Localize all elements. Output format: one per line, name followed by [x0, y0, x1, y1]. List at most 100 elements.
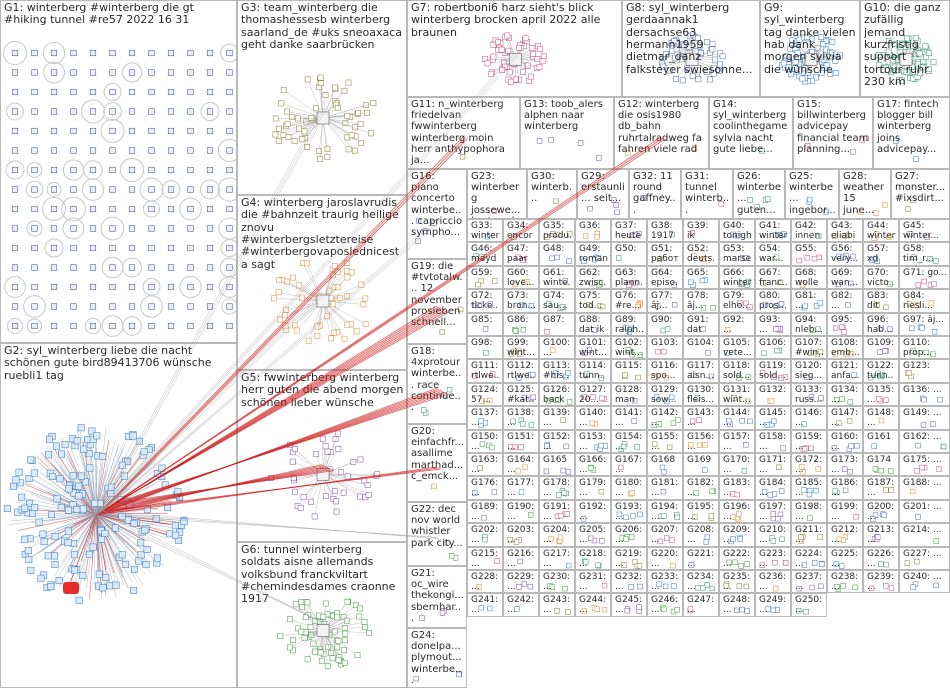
cluster-label: G247: ...: [687, 595, 716, 615]
node: [131, 520, 137, 526]
node: [323, 92, 328, 97]
cluster-label: G117: aisn...: [687, 361, 716, 381]
cluster-label: G27: monster... #ixsdirt...: [895, 171, 947, 205]
cluster-label: G211: ...: [795, 525, 824, 545]
cluster-label: G16: piano concerto winterbe... capricci…: [411, 171, 464, 238]
cluster-g212: G212: ...: [827, 523, 863, 546]
node: [907, 371, 912, 376]
node: [71, 89, 77, 95]
node: [540, 59, 545, 64]
cluster-g114: G114: tunn...: [575, 359, 611, 382]
cluster-label: G21: oc_wire thekongi... sbernhar...: [411, 568, 464, 624]
node: [431, 484, 436, 489]
cluster-g106: G106:: [755, 336, 791, 359]
node: [32, 304, 38, 310]
node: [110, 148, 116, 154]
node: [937, 397, 942, 402]
cluster-label: G24: donelpa... plymout... winterbe...: [411, 630, 464, 686]
node: [346, 80, 351, 85]
node: [805, 256, 810, 261]
cluster-g91: G91: dat: [683, 313, 719, 336]
node: [883, 349, 888, 354]
cluster-label: G125: #kat...: [507, 385, 536, 406]
cluster-label: G40: tonight...: [723, 221, 752, 242]
cluster-label: G120: sieg...: [795, 361, 824, 381]
node: [51, 226, 57, 232]
node: [149, 109, 155, 115]
node: [343, 631, 348, 636]
cluster-label: G226: ...: [867, 549, 896, 569]
cluster-g215: G215: ...: [467, 547, 503, 570]
node: [172, 532, 178, 538]
cluster-g73: G73: bron...: [503, 289, 539, 312]
cluster-g40: G40: tonight...: [719, 219, 755, 242]
cluster-label: G99: wint...: [507, 338, 536, 358]
cluster-g20: G20: einfachfr... asallime marthad... c_…: [407, 424, 467, 502]
node: [129, 167, 135, 173]
node: [279, 101, 284, 106]
cluster-label: G246: ...: [651, 595, 680, 615]
node: [188, 128, 194, 134]
node: [12, 70, 18, 76]
node: [800, 76, 805, 81]
node: [207, 284, 213, 290]
node: [65, 528, 71, 534]
node: [154, 555, 160, 561]
node: [365, 483, 370, 488]
node: [149, 187, 155, 193]
node: [32, 206, 38, 212]
node: [287, 617, 292, 622]
node: [138, 552, 144, 558]
node: [914, 157, 919, 162]
node: [317, 625, 329, 637]
cluster-label: G249: ...: [759, 595, 788, 615]
cluster-label: G184: ...: [759, 478, 788, 498]
node: [51, 206, 57, 212]
cluster-g44: G44: winter... die...: [863, 219, 899, 242]
cluster-label: G85:: [471, 315, 500, 325]
node: [130, 433, 136, 439]
cluster-label: G196: ...: [723, 502, 752, 522]
cluster-g202: G202: ...: [467, 523, 503, 546]
node: [25, 547, 31, 553]
node: [290, 115, 295, 120]
node: [90, 323, 96, 329]
node: [12, 284, 18, 290]
node: [615, 210, 620, 215]
cluster-label: G159: ...: [795, 432, 824, 452]
node: [341, 490, 346, 495]
node: [287, 645, 292, 650]
node: [13, 477, 19, 483]
node: [345, 474, 350, 479]
cluster-g169: G169: [683, 453, 719, 476]
node: [616, 256, 621, 261]
node: [90, 284, 96, 290]
cluster-label: G225: ...: [831, 549, 860, 569]
node: [920, 325, 925, 330]
node: [833, 325, 838, 330]
cluster-g67: G67: franc...: [755, 266, 791, 289]
cluster-g11: G11: n_winterberg friedelvan fwwinterber…: [407, 97, 520, 169]
cluster-g247: G247: ...: [683, 593, 719, 616]
node: [71, 323, 77, 329]
cluster-nodes: [1, 344, 237, 688]
cluster-g96: G96: hab...: [863, 313, 899, 336]
cluster-label: G48:: [543, 244, 572, 254]
cluster-label: G46: mayda...: [471, 244, 500, 265]
cluster-g131: G131: wint...: [719, 383, 755, 406]
cluster-label: G105: vete...: [723, 338, 752, 358]
cluster-label: G170: ...: [723, 455, 752, 475]
cluster-label: G157: ...: [723, 432, 752, 452]
cluster-label: G174: [867, 455, 896, 465]
cluster-g138: G138: ...: [503, 406, 539, 429]
cluster-g134: G134: ...: [827, 383, 863, 406]
cluster-g21: G21: oc_wire thekongi... sbernhar...: [407, 566, 467, 628]
cluster-g201: G201: ...: [899, 500, 950, 523]
cluster-g62: G62: zwisc...: [575, 266, 611, 289]
cluster-label: G114: tunn...: [579, 361, 608, 382]
cluster-g182: G182: ...: [683, 476, 719, 499]
node: [51, 553, 57, 559]
node: [168, 265, 174, 271]
cluster-g26: G26: winterbe... guten...: [733, 169, 785, 219]
